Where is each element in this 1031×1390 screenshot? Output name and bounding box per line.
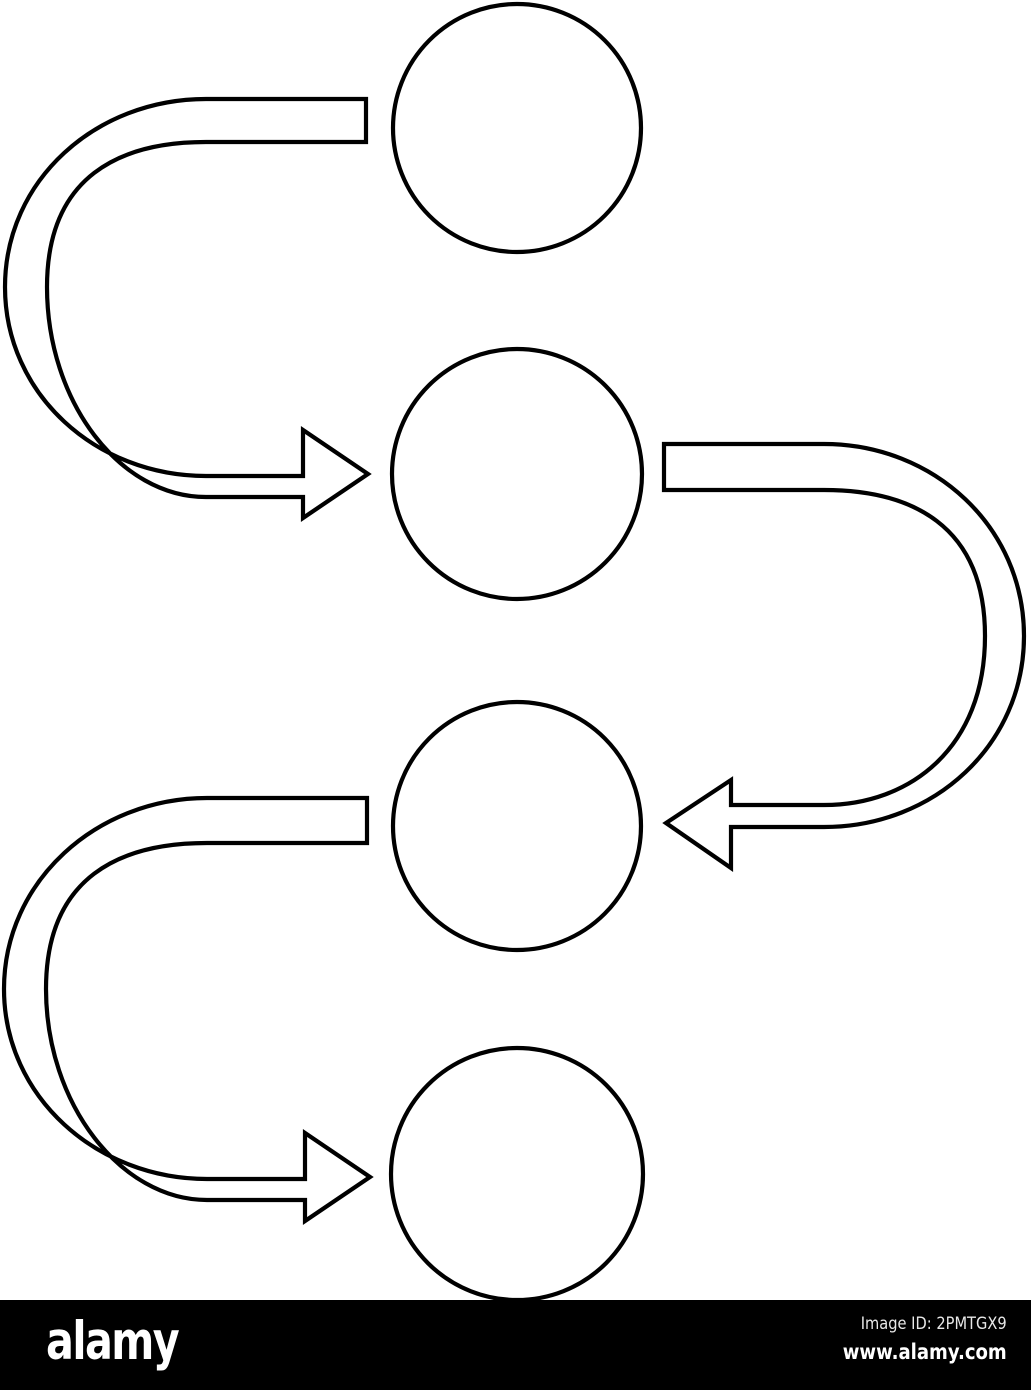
node-circle-2[interactable]: [389, 346, 645, 602]
alamy-url-label: www.alamy.com: [842, 1340, 1007, 1364]
node-circle-1[interactable]: [390, 1, 644, 255]
diagram-canvas: [1, 1, 1027, 1300]
node-circle-3[interactable]: [390, 699, 644, 953]
alamy-watermark-bar: alamy Image ID: 2PMTGX9 www.alamy.com: [0, 1300, 1031, 1390]
node-circle-4[interactable]: [388, 1045, 646, 1300]
connector-arrow-1[interactable]: [2, 96, 372, 522]
process-flow-diagram: [1, 1, 1027, 1300]
connector-arrow-2[interactable]: [661, 441, 1027, 873]
image-id-label: Image ID: 2PMTGX9: [861, 1314, 1007, 1334]
connector-arrow-3[interactable]: [1, 795, 374, 1225]
alamy-logo: alamy: [46, 1311, 180, 1372]
